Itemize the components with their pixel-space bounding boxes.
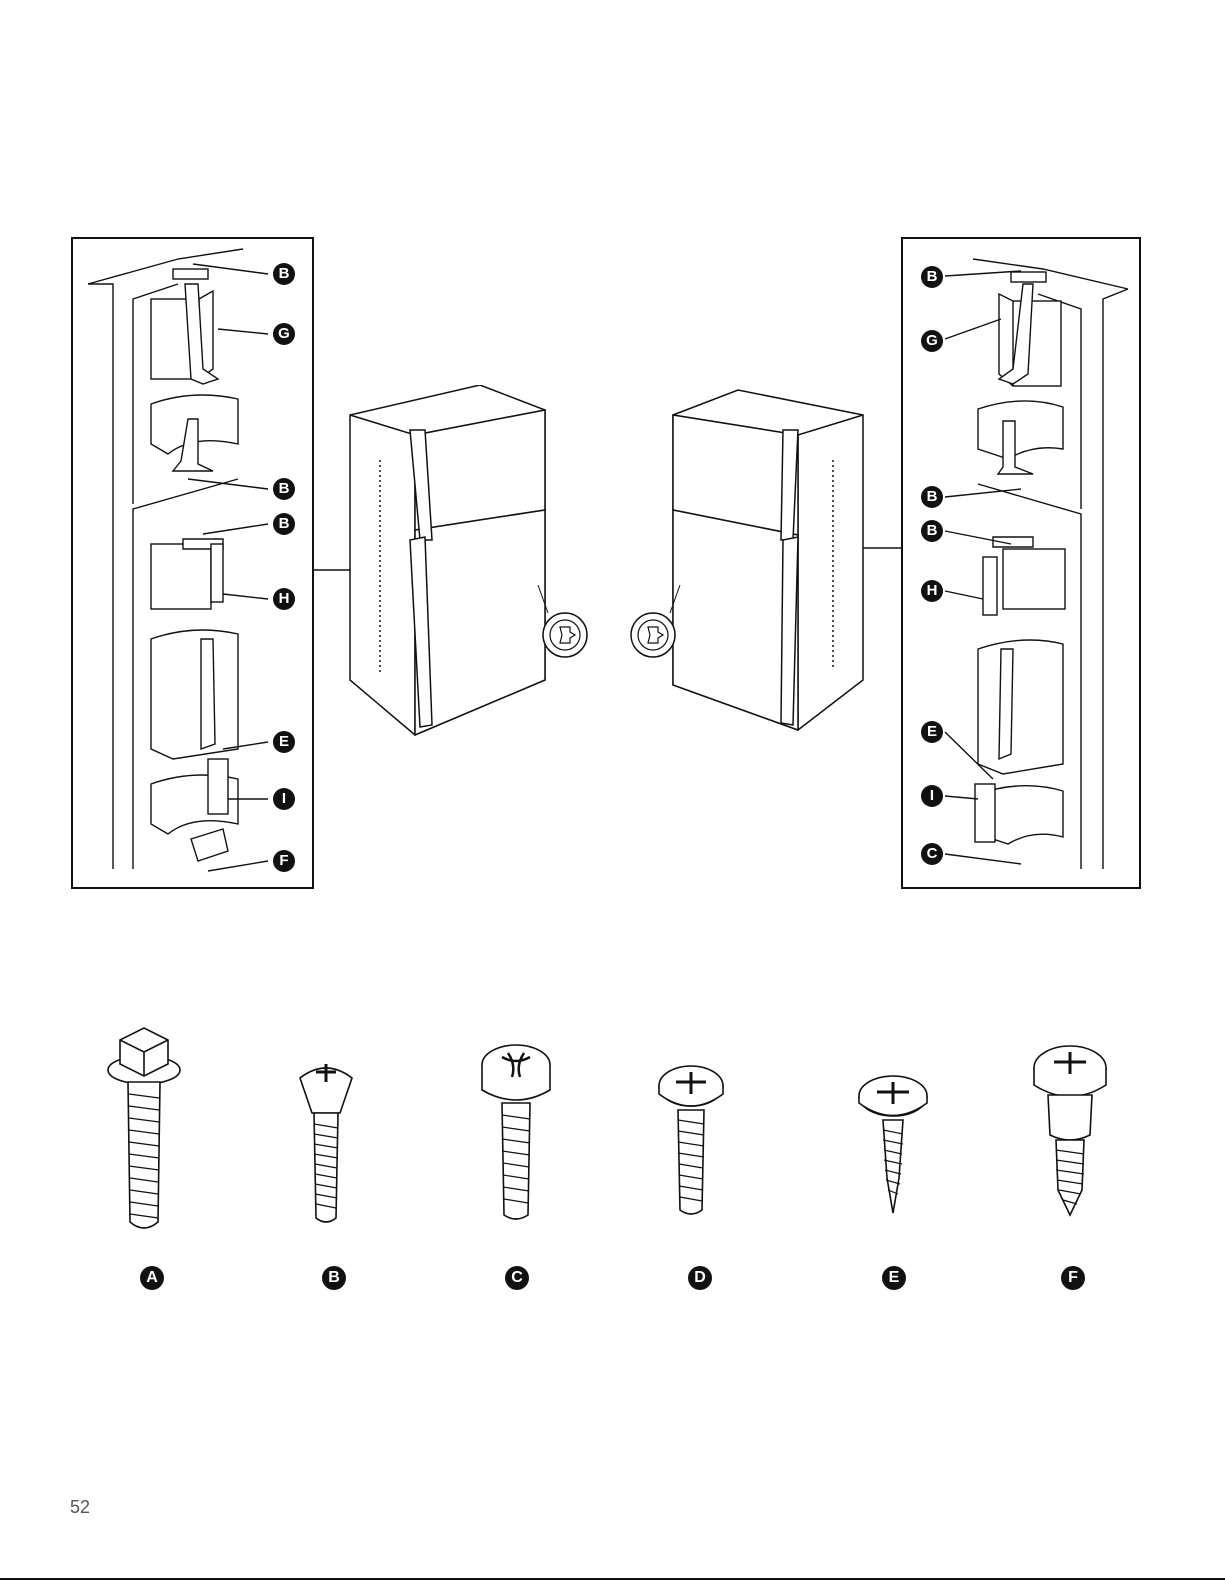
callout-right-h: H (921, 580, 943, 602)
callout-left-g: G (273, 323, 295, 345)
screw-label-e: E (882, 1266, 906, 1290)
pointed-screw-icon (853, 1068, 933, 1218)
hex-bolt-icon (104, 1022, 184, 1232)
screw-label-b: B (322, 1266, 346, 1290)
screw-label-d: D (688, 1266, 712, 1290)
callout-left-h: H (273, 588, 295, 610)
right-hinge-detail-panel: B G B B H E I C (901, 237, 1141, 889)
callout-left-b-mid: B (273, 478, 295, 500)
callout-right-i: I (921, 785, 943, 807)
pan-head-screw-icon (476, 1035, 556, 1225)
footer-rule (0, 1578, 1225, 1580)
shoulder-screw-icon (1030, 1040, 1110, 1220)
page-number: 52 (70, 1497, 90, 1518)
callout-left-i: I (273, 788, 295, 810)
callout-left-f: F (273, 850, 295, 872)
callout-right-b-top: B (921, 266, 943, 288)
callout-left-b-lower: B (273, 513, 295, 535)
oval-head-screw-icon (296, 1058, 356, 1228)
callout-right-e: E (921, 721, 943, 743)
truss-head-screw-icon (656, 1058, 726, 1218)
callout-right-g: G (921, 330, 943, 352)
left-refrigerator-illustration (340, 385, 590, 745)
screw-label-c: C (505, 1266, 529, 1290)
right-refrigerator-illustration (618, 385, 868, 745)
callout-right-c: C (921, 843, 943, 865)
screw-label-f: F (1061, 1266, 1085, 1290)
screw-label-a: A (140, 1266, 164, 1290)
callout-left-e: E (273, 731, 295, 753)
callout-right-b-lower: B (921, 520, 943, 542)
callout-right-b-mid: B (921, 486, 943, 508)
callout-left-b-top: B (273, 263, 295, 285)
left-hinge-detail-panel: B G B B H E I F (71, 237, 314, 889)
